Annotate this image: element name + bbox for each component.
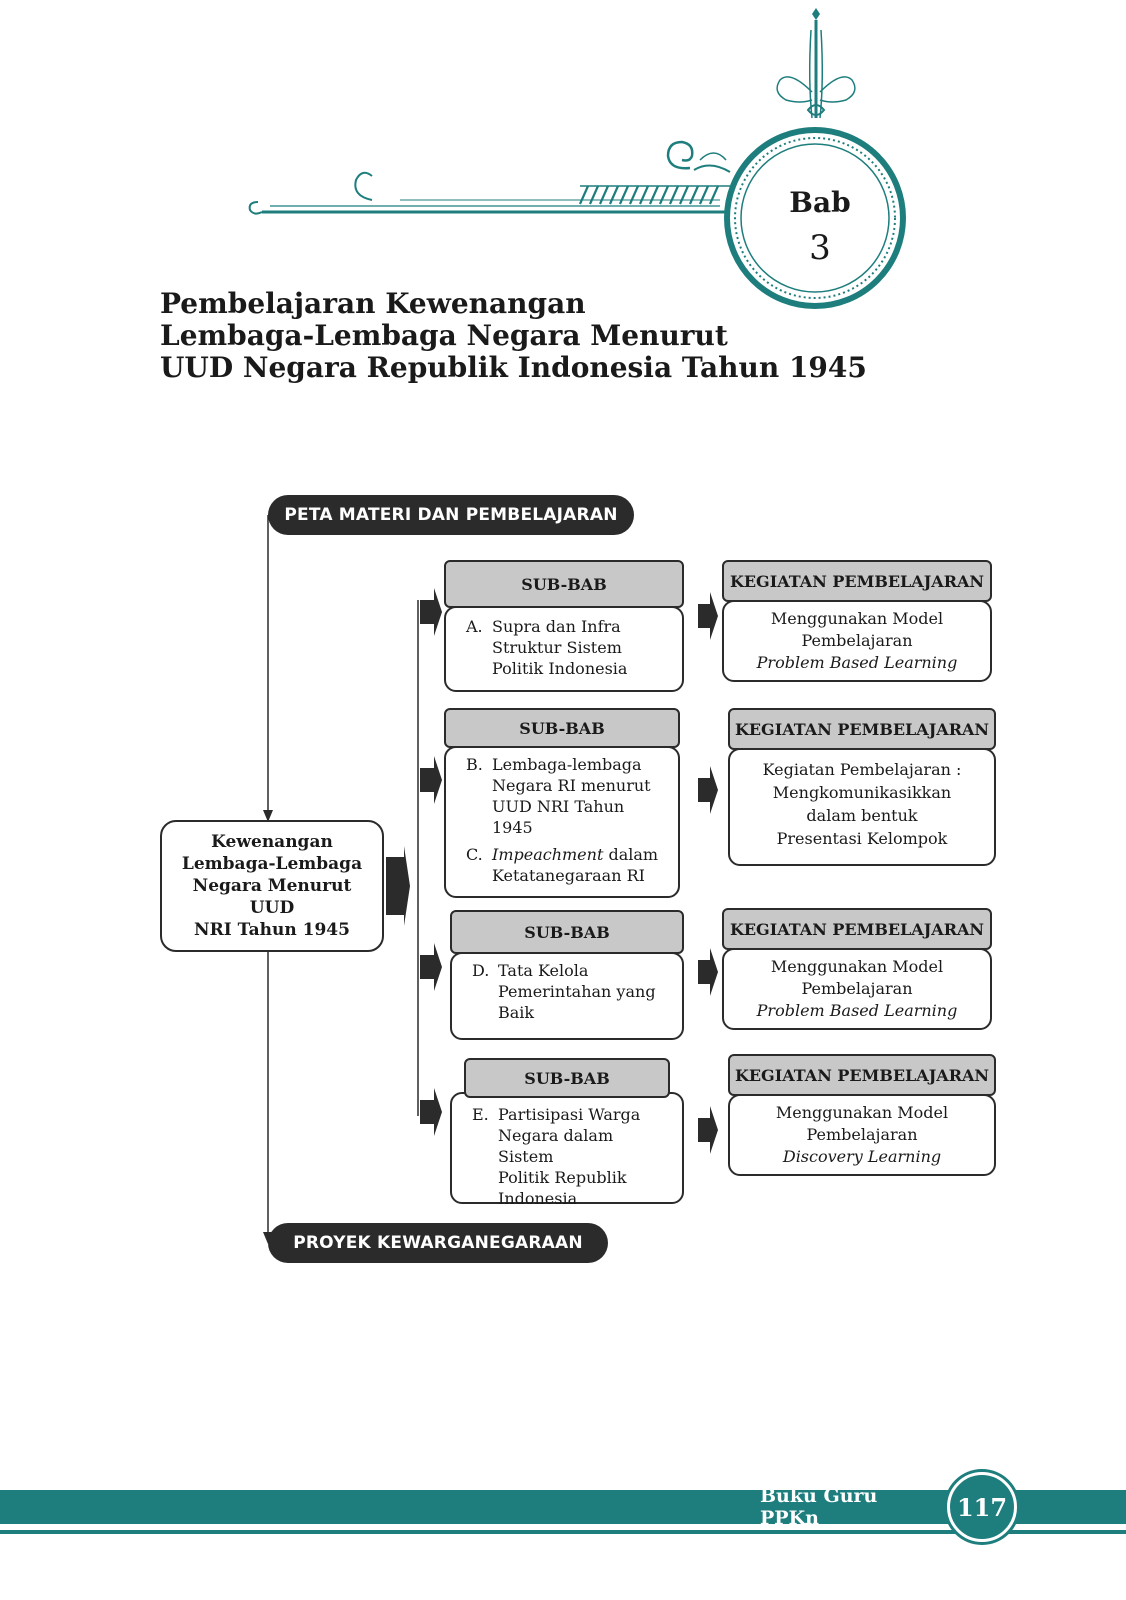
chapter-title: Pembelajaran Kewenangan Lembaga-Lembaga …	[160, 288, 880, 384]
footer-book-title: Buku Guru PPKn	[760, 1485, 878, 1529]
kegiatan-header: KEGIATAN PEMBELAJARAN	[722, 908, 992, 950]
kegiatan-header: KEGIATAN PEMBELAJARAN	[722, 560, 992, 602]
kegiatan-header: KEGIATAN PEMBELAJARAN	[728, 1054, 996, 1096]
item-line: Politik Indonesia	[492, 659, 628, 678]
item-letter: E.	[472, 1105, 489, 1124]
item-line: Negara RI menurut	[492, 776, 651, 795]
sub-bab-item: A. Supra dan Infra Struktur Sistem Polit…	[466, 616, 672, 679]
item-line: Indonesia	[498, 1189, 578, 1208]
sub-bab-box-bc: B. Lembaga-lembaga Negara RI menurut UUD…	[444, 746, 680, 898]
kegiatan-model: Problem Based Learning	[756, 653, 958, 672]
sub-bab-box-d: D. Tata Kelola Pemerintahan yang Baik	[450, 952, 684, 1040]
item-line: Negara dalam Sistem	[498, 1126, 614, 1166]
sub-bab-item: D. Tata Kelola Pemerintahan yang Baik	[472, 960, 672, 1023]
kegiatan-line: Pembelajaran	[801, 631, 913, 650]
main-topic-line: Lembaga-Lembaga	[181, 854, 363, 874]
kegiatan-box-4: Menggunakan Model Pembelajaran Discovery…	[728, 1094, 996, 1176]
item-letter: C.	[466, 845, 483, 864]
item-letter: D.	[472, 961, 490, 980]
kegiatan-line: Menggunakan Model	[775, 1103, 949, 1122]
item-letter: A.	[466, 617, 483, 636]
sub-bab-box-a: A. Supra dan Infra Struktur Sistem Polit…	[444, 606, 684, 692]
kegiatan-header: KEGIATAN PEMBELAJARAN	[728, 708, 996, 750]
item-line: Pemerintahan yang	[498, 982, 656, 1001]
item-line: 1945	[492, 818, 533, 837]
item-line: Baik	[498, 1003, 535, 1022]
kegiatan-box-3: Menggunakan Model Pembelajaran Problem B…	[722, 948, 992, 1030]
chapter-ornament	[248, 8, 906, 309]
item-line: Tata Kelola	[498, 961, 589, 980]
kegiatan-box-1: Menggunakan Model Pembelajaran Problem B…	[722, 600, 992, 682]
sub-bab-header: SUB-BAB	[464, 1058, 670, 1098]
project-pill: PROYEK KEWARGANEGARAAN	[268, 1223, 608, 1263]
sub-bab-header: SUB-BAB	[450, 910, 684, 954]
kegiatan-line: Presentasi Kelompok	[776, 829, 948, 848]
sub-bab-header: SUB-BAB	[444, 708, 680, 748]
item-line-rest: dalam	[603, 845, 659, 864]
sub-bab-item: C. Impeachment dalam Ketatanegaraan RI	[466, 844, 668, 886]
main-topic-line: Kewenangan	[211, 832, 333, 852]
chapter-title-line: Pembelajaran Kewenangan	[160, 287, 586, 320]
item-line: Politik Republik	[498, 1168, 627, 1187]
main-topic-line: NRI Tahun 1945	[194, 920, 350, 940]
sub-bab-item: E. Partisipasi Warga Negara dalam Sistem…	[472, 1104, 672, 1209]
page-number: 117	[947, 1472, 1017, 1542]
kegiatan-line: dalam bentuk	[806, 806, 918, 825]
item-line: Partisipasi Warga	[498, 1105, 641, 1124]
kegiatan-model: Discovery Learning	[782, 1147, 942, 1166]
main-topic-box: Kewenangan Lembaga-Lembaga Negara Menuru…	[160, 820, 384, 952]
kegiatan-box-2: Kegiatan Pembelajaran : Mengkomunikasikk…	[728, 748, 996, 866]
item-italic-term: Impeachment	[492, 845, 604, 864]
item-line: UUD NRI Tahun	[492, 797, 625, 816]
item-line: Struktur Sistem	[492, 638, 622, 657]
kegiatan-line: Menggunakan Model	[770, 609, 944, 628]
kegiatan-line: Pembelajaran	[801, 979, 913, 998]
item-line: Lembaga-lembaga	[492, 755, 642, 774]
chapter-title-line: UUD Negara Republik Indonesia Tahun 1945	[160, 351, 867, 384]
sub-bab-header: SUB-BAB	[444, 560, 684, 608]
chapter-number: 3	[809, 228, 831, 268]
footer-bar	[0, 1490, 1126, 1524]
item-line: Ketatanegaraan RI	[492, 866, 645, 885]
footer-rule	[0, 1530, 1126, 1534]
item-line: Supra dan Infra	[492, 617, 621, 636]
kegiatan-line: Kegiatan Pembelajaran :	[762, 760, 962, 779]
kegiatan-line: Menggunakan Model	[770, 957, 944, 976]
main-topic-line: Negara Menurut UUD	[192, 876, 352, 918]
chapter-title-line: Lembaga-Lembaga Negara Menurut	[160, 319, 728, 352]
chapter-bab-label: Bab	[789, 186, 851, 219]
sub-bab-box-e: E. Partisipasi Warga Negara dalam Sistem…	[450, 1092, 684, 1208]
kegiatan-model: Problem Based Learning	[756, 1001, 958, 1020]
concept-map-title-pill: PETA MATERI DAN PEMBELAJARAN	[268, 495, 634, 535]
kegiatan-line: Pembelajaran	[806, 1125, 918, 1144]
kegiatan-line: Mengkomunikasikkan	[772, 783, 952, 802]
sub-bab-item: B. Lembaga-lembaga Negara RI menurut UUD…	[466, 754, 668, 838]
item-letter: B.	[466, 755, 483, 774]
